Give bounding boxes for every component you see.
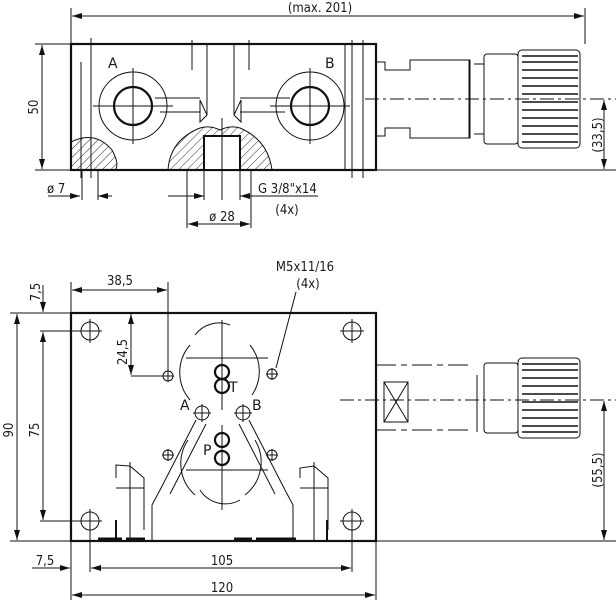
height-50-label: 50: [27, 100, 42, 115]
offset-24-5-label: 24,5: [116, 339, 131, 365]
knurled-knob-icon: [522, 55, 578, 143]
port-thread-label: G 3/8"x14: [258, 182, 317, 197]
port-t-label: T: [228, 380, 238, 396]
front-view: T A B P: [2, 260, 616, 600]
port-b-label: B: [325, 56, 335, 72]
top-view: (max. 201) A B: [27, 1, 616, 228]
height-90-label: 90: [2, 423, 17, 438]
spotface-dia-label: ø 28: [209, 210, 235, 225]
knurled-knob-icon: [522, 363, 578, 433]
port-a-label: A: [108, 56, 118, 72]
screw-spec-label: M5x11/16: [276, 260, 334, 275]
axis-33-5-label: (33,5): [591, 117, 606, 152]
screw-count-label: (4x): [296, 277, 320, 292]
spacing-75-label: 75: [28, 423, 43, 438]
offset-top-7-5-label: 7,5: [29, 283, 44, 302]
hole-dia-label: ø 7: [47, 182, 65, 197]
spacing-105-label: 105: [211, 554, 233, 569]
port-count-label: (4x): [275, 203, 299, 218]
width-120-label: 120: [211, 581, 233, 596]
offset-left-7-5-label: 7,5: [36, 554, 55, 569]
port-b-front-label: B: [252, 398, 262, 414]
screw-hole-icon: [162, 368, 278, 461]
port-a-front-label: A: [180, 398, 190, 414]
overall-length-label: (max. 201): [288, 1, 352, 16]
axis-55-5-label: (55,5): [591, 452, 606, 487]
port-p-label: P: [203, 443, 211, 459]
offset-38-5-label: 38,5: [107, 274, 133, 289]
